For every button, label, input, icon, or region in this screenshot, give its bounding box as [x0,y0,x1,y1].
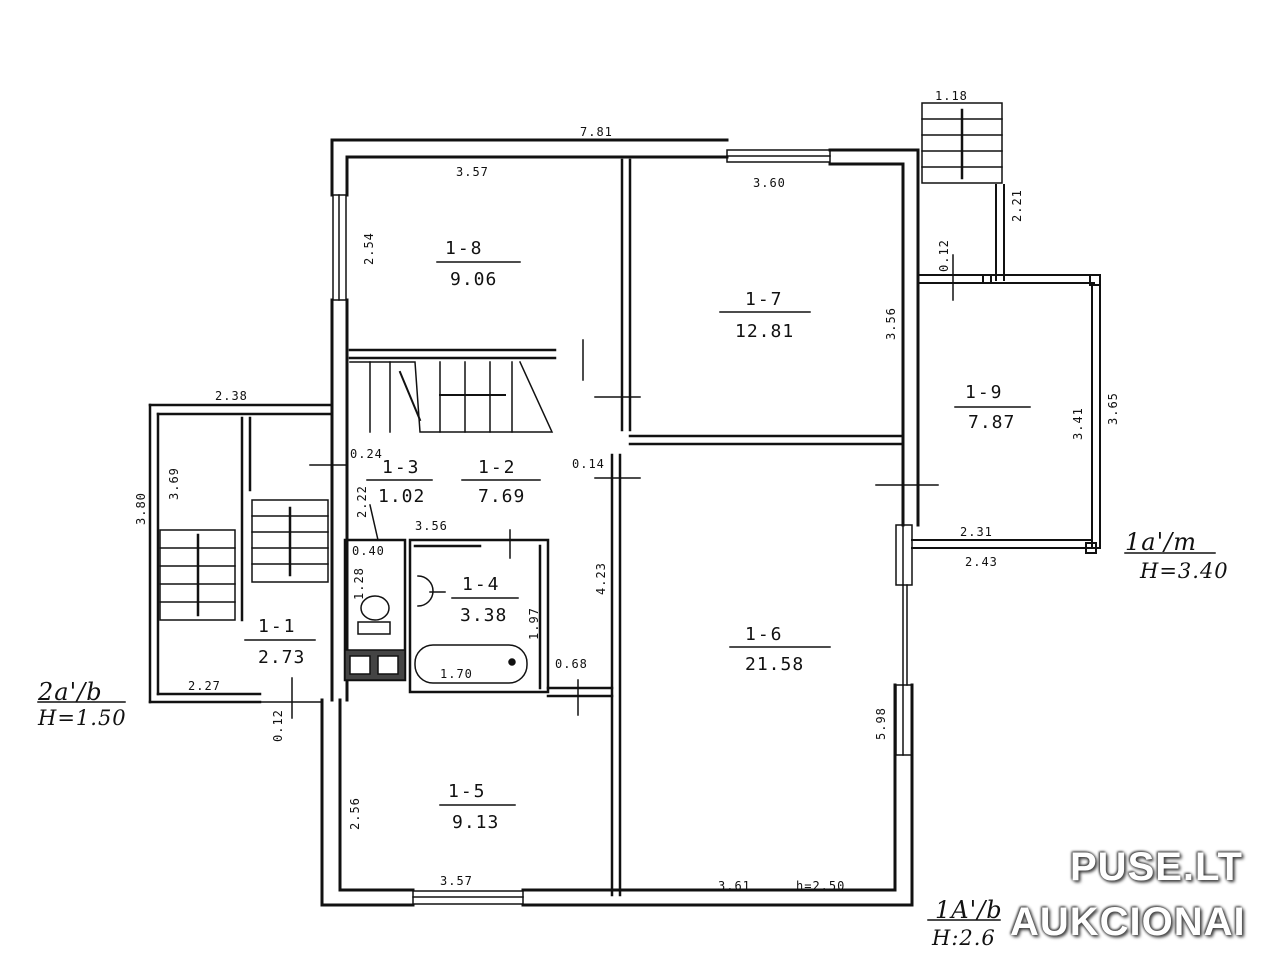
left-annex [148,403,334,704]
dim-wall-014: 0.14 [572,457,605,471]
door-markers [291,254,954,719]
room-1-2-area: 7.69 [478,486,525,507]
exterior-walls [320,138,920,907]
room-1-8-id: 1-8 [445,238,484,259]
room-1-2-id: 1-2 [478,457,517,478]
room-labels: 1-8 9.06 1-7 12.81 1-9 7.87 1-3 1.02 1-2… [258,238,1015,833]
room-1-1-id: 1-1 [258,616,297,637]
dim-1-8-height: 2.54 [362,232,376,265]
block-1A-height: H:2.6 [931,926,996,950]
dim-1-7-width: 3.60 [753,176,786,190]
dim-annex-inner-height: 3.69 [167,467,181,500]
dim-wall-024: 0.24 [350,447,383,461]
room-1-7-area: 12.81 [735,321,794,342]
room-1-6-id: 1-6 [745,624,784,645]
dim-annex-bottom: 2.27 [188,679,221,693]
room-1-4-id: 1-4 [462,574,501,595]
terrace-steps [921,102,1003,184]
watermark-line2: AUKCIONAI [1010,900,1246,944]
dim-bath-height: 1.97 [527,607,541,640]
dim-terrace-outer: 3.65 [1106,392,1120,425]
dim-1-7-height: 3.56 [884,307,898,340]
dim-bath-width: 3.56 [415,519,448,533]
dim-1-8-width: 3.57 [456,165,489,179]
label-underlines [37,261,1216,921]
dim-steps-width: 1.18 [935,89,968,103]
dim-wc-length: 1.28 [352,567,366,600]
block-titles: 1a'/m H=3.40 2a'/b H=1.50 1A'/b H:2.6 [37,528,1229,950]
room-1-6-area: 21.58 [745,654,804,675]
dim-terrace-inner: 3.41 [1071,407,1085,440]
dim-wall-068: 0.68 [555,657,588,671]
windows [332,149,913,905]
right-terrace [911,184,1101,554]
block-1a-height: H=3.40 [1139,559,1229,583]
main-staircase [349,361,554,433]
room-1-9-area: 7.87 [968,412,1015,433]
block-2a-title: 2a'/b [37,678,103,706]
room-1-3-id: 1-3 [382,457,421,478]
block-1a-title: 1a'/m [1125,528,1197,556]
dim-wc-door: 0.40 [352,544,385,558]
dim-terrace-width-inner: 2.31 [960,525,993,539]
block-1A-title: 1A'/b [935,896,1003,924]
dim-annex-wall: 0.12 [271,709,285,742]
dim-terrace-offset: 0.12 [937,239,951,272]
dim-tub-length: 1.70 [440,667,473,681]
dim-annex-width: 2.38 [215,389,248,403]
room-1-3-area: 1.02 [378,486,425,507]
dim-ceiling-height: h=2.50 [796,879,845,893]
dim-total-width: 7.81 [580,125,613,139]
dim-1-5-height: 2.56 [348,797,362,830]
dim-1-6-height: 5.98 [874,707,888,740]
room-1-8-area: 9.06 [450,269,497,290]
room-1-1-area: 2.73 [258,647,305,668]
watermark-line1: PUSE.LT [1070,845,1243,889]
room-1-5-area: 9.13 [452,812,499,833]
room-1-4-area: 3.38 [460,605,507,626]
dim-1-5-width: 3.57 [440,874,473,888]
annex-staircases [159,499,329,621]
dim-terrace-width-outer: 2.43 [965,555,998,569]
block-2a-height: H=1.50 [37,706,127,730]
dim-1-2-length: 4.23 [594,562,608,595]
dim-steps-length: 2.21 [1010,189,1024,222]
dim-1-3-height: 2.22 [355,485,369,518]
room-1-5-id: 1-5 [448,781,487,802]
dim-annex-outer-height: 3.80 [134,492,148,525]
dimension-labels: 7.81 3.57 3.60 2.54 3.56 0.12 2.21 1.18 … [134,89,1120,893]
dim-1-6-width: 3.61 [718,879,751,893]
room-1-7-id: 1-7 [745,289,784,310]
bath-fixtures [344,575,528,684]
room-1-9-id: 1-9 [965,382,1004,403]
